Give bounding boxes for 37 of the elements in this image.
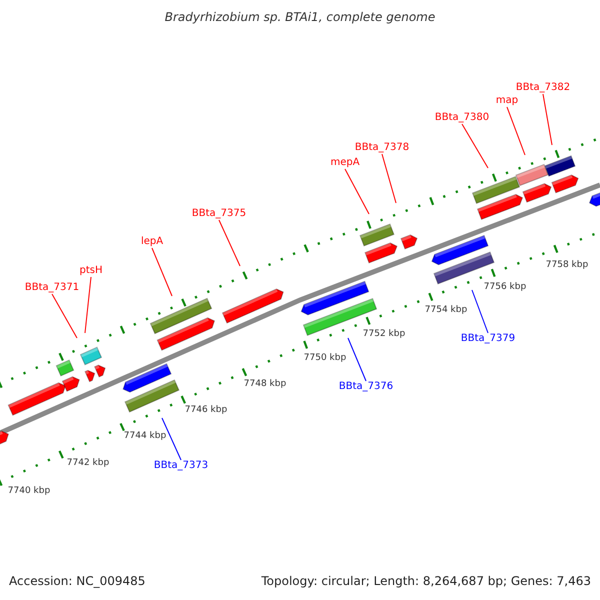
scale-label: 7748 kbp [244,379,286,390]
gene-label: map [496,95,518,107]
scale-label: 7744 kbp [124,431,166,442]
leader-line [382,154,396,204]
gene-label: BBta_7373 [154,460,208,472]
leader-line [348,338,366,382]
scale-label: 7752 kbp [362,329,406,340]
gene-label: mepA [330,157,360,169]
leader-line [344,168,370,214]
leader-line [472,290,488,334]
gene-label: BBta_7376 [338,381,394,393]
gene-label: BBta_7380 [434,112,490,124]
leader-line [84,276,92,334]
gene-label: BBta_7382 [516,82,570,94]
scale-label: 7740 kbp [8,486,50,497]
gene-label: BBta_7378 [354,142,410,154]
gene-label: BBta_7375 [192,208,246,220]
scale-label: 7746 kbp [184,405,228,416]
leader-line [506,106,526,156]
scale-label: 7754 kbp [424,305,468,316]
gene-label: lepA [140,236,164,248]
leader-line [218,220,240,266]
leader-line [462,124,488,168]
scale-label: 7758 kbp [546,260,588,271]
leader-line [52,294,78,338]
gene-label: ptsH [80,265,102,277]
scale-label: 7756 kbp [484,282,526,293]
leader-line [542,94,552,146]
title: Bradyrhizobium sp. BTAi1, complete genome [164,10,436,24]
genome-info-text: Topology: circular; Length: 8,264,687 bp; Genes: 7,463 [261,574,591,588]
leader-line [152,248,172,296]
accession-text: Accession: NC_009485 [9,574,146,588]
leader-line [162,418,182,460]
gene-label: BBta_7371 [24,282,80,294]
gene-label: BBta_7379 [460,333,516,345]
scale-label: 7750 kbp [304,353,346,364]
scale-label: 7742 kbp [66,458,110,469]
